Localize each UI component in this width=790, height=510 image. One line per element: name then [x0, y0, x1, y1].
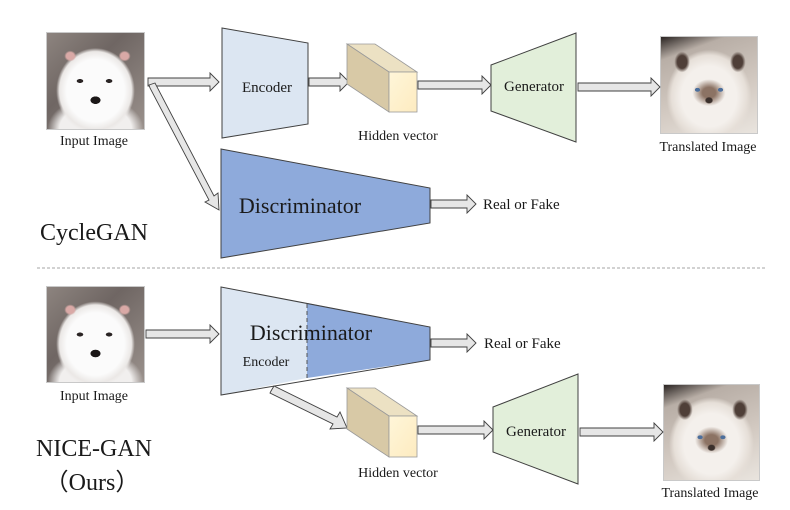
encoder-label: Encoder	[242, 80, 292, 96]
arrow-discriminator-to-verdict	[430, 193, 477, 215]
real-or-fake-label-bottom: Real or Fake	[484, 336, 561, 352]
encoder-block	[221, 27, 309, 139]
arrow-discriminator-to-verdict-bottom	[430, 332, 477, 354]
nicegan-subtitle: （Ours）	[45, 470, 140, 496]
arrow-input-to-discriminator	[148, 82, 220, 211]
hidden-vector-label-bottom: Hidden vector	[358, 466, 438, 481]
input-image-dog-top	[46, 32, 145, 130]
generator-block-bottom	[492, 373, 579, 485]
discriminator-encoder-block	[220, 286, 431, 396]
arrow-encoder-to-hidden	[308, 71, 350, 93]
hidden-vector-label: Hidden vector	[358, 129, 438, 144]
arrow-input-to-discriminator-encoder	[145, 323, 220, 345]
generator-label: Generator	[504, 79, 564, 95]
arrow-input-to-encoder	[147, 71, 220, 93]
arrow-hidden-to-generator	[417, 74, 492, 96]
input-image-label: Input Image	[60, 134, 128, 149]
generator-block	[490, 32, 577, 143]
hidden-vector-cube	[345, 43, 419, 113]
arrow-generator-to-output	[577, 76, 661, 98]
cyclegan-section: Encoder Hidden vector Generator Input Im…	[40, 27, 757, 259]
translated-image-cat-bottom	[663, 384, 760, 481]
translated-image-label: Translated Image	[659, 140, 756, 155]
arrow-hidden-to-generator-bottom	[417, 419, 494, 441]
arrow-encoder-to-hidden-bottom	[269, 385, 348, 430]
encoder-label-bottom: Encoder	[243, 355, 290, 370]
discriminator-block	[220, 148, 431, 259]
input-image-label-bottom: Input Image	[60, 389, 128, 404]
generator-label-bottom: Generator	[506, 424, 566, 440]
hidden-vector-cube-bottom	[345, 387, 419, 458]
nicegan-section: Input Image Discriminator Encoder Real o…	[36, 286, 759, 501]
discriminator-label-bottom: Discriminator	[250, 320, 373, 345]
nicegan-title: NICE-GAN	[36, 436, 152, 462]
input-image-dog-bottom	[46, 286, 145, 383]
translated-image-cat-top	[660, 36, 758, 134]
discriminator-label: Discriminator	[239, 193, 362, 218]
translated-image-label-bottom: Translated Image	[661, 486, 758, 501]
cyclegan-title: CycleGAN	[40, 220, 148, 246]
real-or-fake-label: Real or Fake	[483, 197, 560, 213]
arrow-generator-to-output-bottom	[579, 421, 664, 443]
